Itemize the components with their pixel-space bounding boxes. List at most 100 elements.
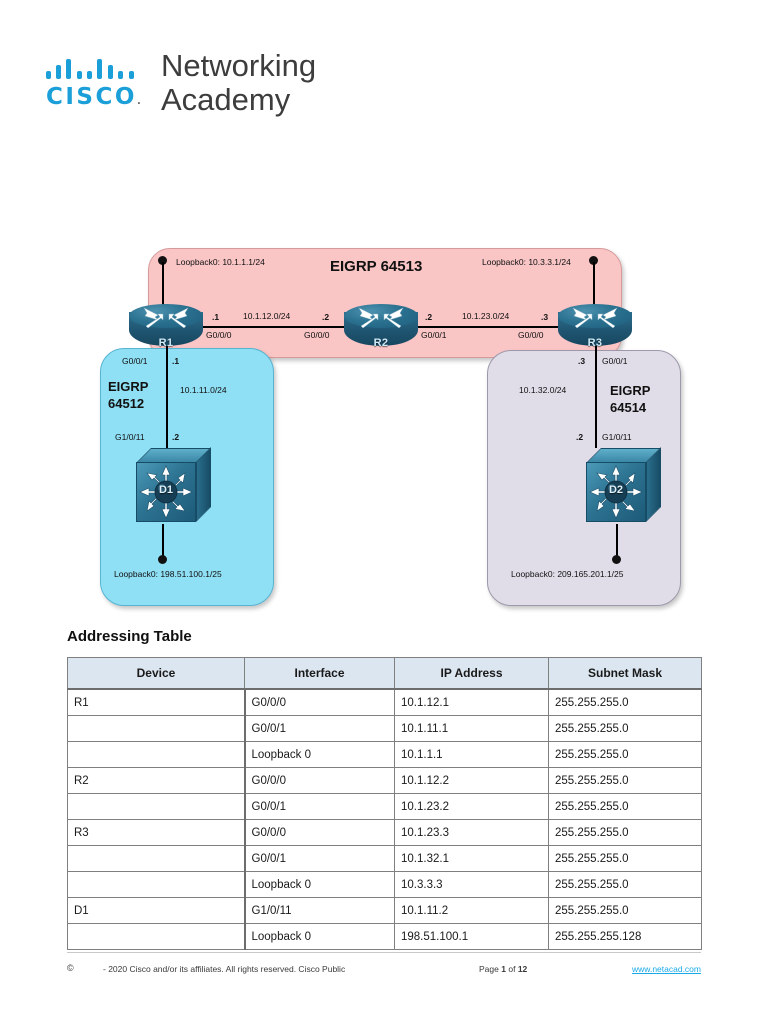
cell-ip-address: 10.1.32.1 xyxy=(394,845,549,872)
switch-d2[interactable]: D2 xyxy=(586,447,662,524)
cell-subnet-mask: 255.255.255.0 xyxy=(548,871,702,898)
r3-loopback-dot xyxy=(589,256,598,265)
router-r1[interactable]: R1 xyxy=(129,304,203,350)
cell-device xyxy=(67,741,246,768)
cell-subnet-mask: 255.255.255.128 xyxy=(548,923,702,950)
cell-device: R3 xyxy=(67,819,246,846)
r1-loopback-label: Loopback0: 10.1.1.1/24 xyxy=(176,257,265,267)
page-current: 1 xyxy=(501,964,506,974)
cell-device xyxy=(67,715,246,742)
link-r1-d1 xyxy=(166,340,168,448)
cell-interface: G0/0/1 xyxy=(244,845,395,872)
router-r3[interactable]: R3 xyxy=(558,304,632,350)
r1-g000-int-label: G0/0/0 xyxy=(206,330,232,340)
network-topology-diagram: EIGRP 64513 EIGRP 64512 EIGRP 64514 Loop… xyxy=(0,230,768,620)
cell-ip-address: 10.1.23.2 xyxy=(394,793,549,820)
cell-subnet-mask: 255.255.255.0 xyxy=(548,819,702,846)
netacad-link[interactable]: www.netacad.com xyxy=(632,964,701,974)
d2-g1011-int-label: G1/0/11 xyxy=(602,432,632,442)
zone-label-eigrp-64514: EIGRP 64514 xyxy=(610,383,651,415)
d1-loopback-dot xyxy=(158,555,167,564)
r3-g000-int-label: G0/0/0 xyxy=(518,330,544,340)
r1-g001-ip-label: .1 xyxy=(172,356,180,366)
switch-d1[interactable]: D1 xyxy=(136,447,212,524)
r2-g001-ip-label: .2 xyxy=(425,312,433,322)
link-r1-r2 xyxy=(200,326,348,328)
r3-loopback-label: Loopback0: 10.3.3.1/24 xyxy=(482,257,571,267)
cell-interface: G1/0/11 xyxy=(244,897,395,924)
switch-arrows-icon xyxy=(589,465,643,519)
d2-loopback-link xyxy=(616,524,618,558)
link-r3-d2 xyxy=(595,340,597,448)
d2-g1011-ip-label: .2 xyxy=(576,432,584,442)
cell-device xyxy=(67,923,246,950)
link-r2-r3 xyxy=(414,326,574,328)
router-r2-label: R2 xyxy=(373,337,389,349)
cell-interface: G0/0/0 xyxy=(244,767,395,794)
page-footer: © - 2020 Cisco and/or its affiliates. Al… xyxy=(67,963,701,977)
table-header-row: Device Interface IP Address Subnet Mask xyxy=(67,657,702,690)
switch-arrows-icon xyxy=(139,465,193,519)
column-header-interface: Interface xyxy=(244,657,395,690)
net-r1-d1-label: 10.1.11.0/24 xyxy=(180,385,227,395)
column-header-ip-address: IP Address xyxy=(394,657,549,690)
cisco-networking-academy-logo: CISCO. Networking Academy xyxy=(46,49,346,130)
cell-ip-address: 10.3.3.3 xyxy=(394,871,549,898)
cisco-wordmark: CISCO. xyxy=(46,84,141,110)
r3-g000-ip-label: .3 xyxy=(541,312,549,322)
r2-g001-int-label: G0/0/1 xyxy=(421,330,447,340)
cell-interface: Loopback 0 xyxy=(244,741,395,768)
d2-loopback-label: Loopback0: 209.165.201.1/25 xyxy=(511,569,624,579)
cell-device xyxy=(67,793,246,820)
r3-loopback-link xyxy=(593,262,595,310)
cell-subnet-mask: 255.255.255.0 xyxy=(548,741,702,768)
net-r1-r2-label: 10.1.12.0/24 xyxy=(243,311,291,321)
cell-subnet-mask: 255.255.255.0 xyxy=(548,767,702,794)
net-r2-r3-label: 10.1.23.0/24 xyxy=(462,311,510,321)
cell-device xyxy=(67,871,246,898)
cisco-bars-icon xyxy=(46,59,150,79)
cell-ip-address: 10.1.12.1 xyxy=(394,688,549,716)
router-r2-top xyxy=(344,304,418,328)
router-r3-label: R3 xyxy=(587,337,603,349)
router-r2[interactable]: R2 xyxy=(344,304,418,350)
d1-g1011-ip-label: .2 xyxy=(172,432,180,442)
cell-interface: G0/0/1 xyxy=(244,715,395,742)
footer-divider xyxy=(67,952,701,953)
r1-loopback-link xyxy=(162,262,164,310)
r1-loopback-dot xyxy=(158,256,167,265)
cell-device: R2 xyxy=(67,767,246,794)
cell-subnet-mask: 255.255.255.0 xyxy=(548,897,702,924)
addressing-table: Device Interface IP Address Subnet Mask … xyxy=(67,657,702,950)
cell-device: D1 xyxy=(67,897,246,924)
cell-ip-address: 10.1.23.3 xyxy=(394,819,549,846)
cell-interface: Loopback 0 xyxy=(244,871,395,898)
cell-subnet-mask: 255.255.255.0 xyxy=(548,845,702,872)
zone-label-eigrp-64512: EIGRP 64512 xyxy=(108,379,149,411)
router-arrows-icon xyxy=(358,307,404,329)
cell-ip-address: 198.51.100.1 xyxy=(394,923,549,950)
router-r1-label: R1 xyxy=(158,337,174,349)
d2-loopback-dot xyxy=(612,555,621,564)
column-header-device: Device xyxy=(67,657,245,690)
r1-g000-ip-label: .1 xyxy=(212,312,220,322)
cell-ip-address: 10.1.11.1 xyxy=(394,715,549,742)
d1-loopback-label: Loopback0: 198.51.100.1/25 xyxy=(114,569,222,579)
d1-g1011-int-label: G1/0/11 xyxy=(115,432,145,442)
r2-g000-ip-label: .2 xyxy=(322,312,330,322)
networking-academy-wordmark: Networking Academy xyxy=(161,48,317,117)
cell-interface: Loopback 0 xyxy=(244,923,395,950)
cell-interface: G0/0/0 xyxy=(244,819,395,846)
d1-loopback-link xyxy=(162,524,164,558)
switch-d2-label: D2 xyxy=(608,484,624,496)
router-r3-top xyxy=(558,304,632,328)
